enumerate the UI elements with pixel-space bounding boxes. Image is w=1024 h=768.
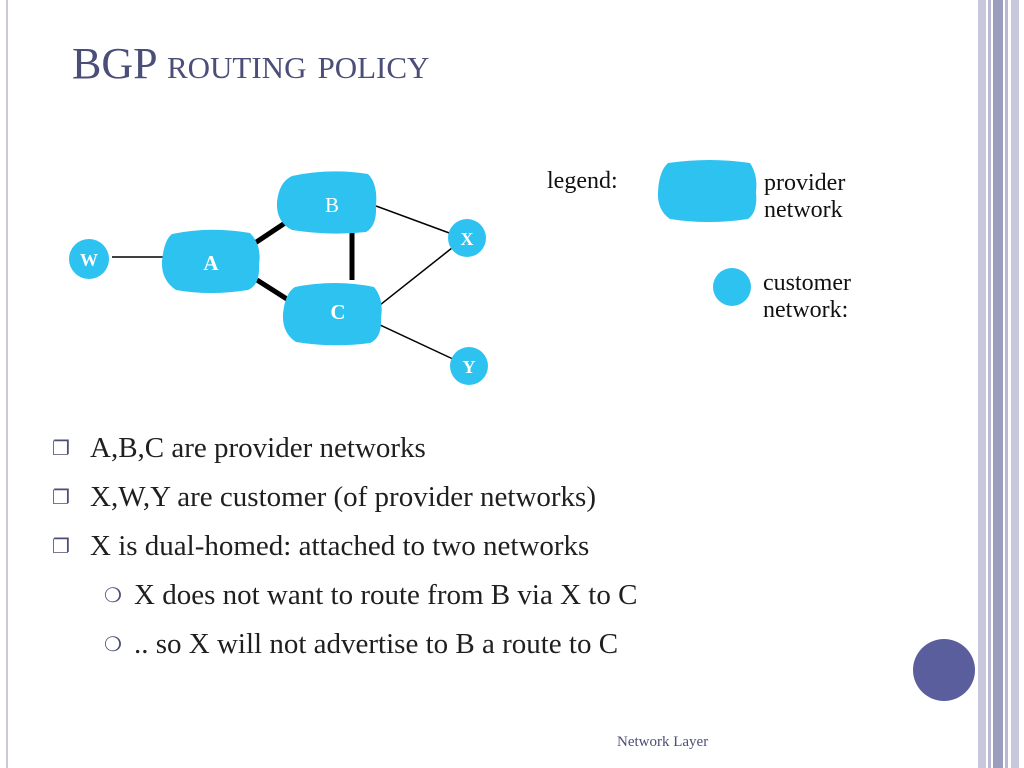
node-label-a: A [203, 251, 219, 275]
circle-bullet-icon: ❍ [104, 583, 122, 607]
link-c-x [379, 243, 458, 306]
legend-customer-line1: customer [763, 270, 851, 296]
provider-node-a [161, 229, 260, 293]
decor-bar [993, 0, 1003, 768]
link-a-c [255, 277, 292, 304]
customer-node-x [448, 219, 486, 257]
legend-provider-line1: provider [764, 170, 845, 196]
bullet-list: ❐ A,B,C are provider networks ❐ X,W,Y ar… [52, 426, 912, 671]
decor-bar [978, 0, 986, 768]
decor-bar [1011, 0, 1019, 768]
decor-bar [988, 0, 991, 768]
slide-frame-left [6, 0, 8, 768]
legend-provider-line2: network [764, 197, 843, 223]
provider-node-c [282, 283, 382, 346]
customer-node-y [450, 347, 488, 385]
bullet-item: ❐ X is dual-homed: attached to two netwo… [52, 524, 912, 573]
customer-node-w [69, 239, 109, 279]
node-label-c: C [330, 300, 345, 324]
bullet-text: A,B,C are provider networks [90, 432, 426, 464]
sub-bullet-text: X does not want to route from B via X to… [134, 579, 638, 611]
node-label-y: Y [463, 357, 476, 377]
node-label-x: X [461, 229, 474, 249]
sub-bullet-text: .. so X will not advertise to B a route … [134, 628, 619, 660]
legend-provider-swatch [657, 160, 757, 222]
bullet-item: ❐ X,W,Y are customer (of provider networ… [52, 475, 912, 524]
bullet-text: X is dual-homed: attached to two network… [90, 530, 590, 562]
square-bullet-icon: ❐ [52, 534, 70, 558]
accent-circle [913, 639, 975, 701]
provider-node-b [276, 171, 377, 234]
link-a-b [253, 218, 290, 246]
slide-footer: Network Layer [617, 734, 709, 750]
sub-bullet-item: ❍ X does not want to route from B via X … [52, 573, 912, 622]
bullet-item: ❐ A,B,C are provider networks [52, 426, 912, 475]
legend-customer-swatch [713, 268, 751, 306]
node-label-w: W [80, 250, 98, 270]
link-c-y [379, 324, 456, 361]
sub-bullet-item: ❍ .. so X will not advertise to B a rout… [52, 622, 912, 671]
circle-bullet-icon: ❍ [104, 632, 122, 656]
link-b-x [375, 205, 453, 235]
slide-background [8, 0, 978, 768]
decor-bar [1005, 0, 1008, 768]
square-bullet-icon: ❐ [52, 485, 70, 509]
title-subtitle: routing policy [166, 39, 430, 88]
legend-customer-line2: network: [763, 297, 848, 323]
slide-title: BGP routing policy [72, 38, 429, 89]
title-main: BGP [72, 39, 156, 88]
legend-label: legend: [547, 168, 618, 194]
square-bullet-icon: ❐ [52, 436, 70, 460]
bullet-text: X,W,Y are customer (of provider networks… [90, 481, 596, 513]
node-label-b: B [325, 193, 339, 217]
